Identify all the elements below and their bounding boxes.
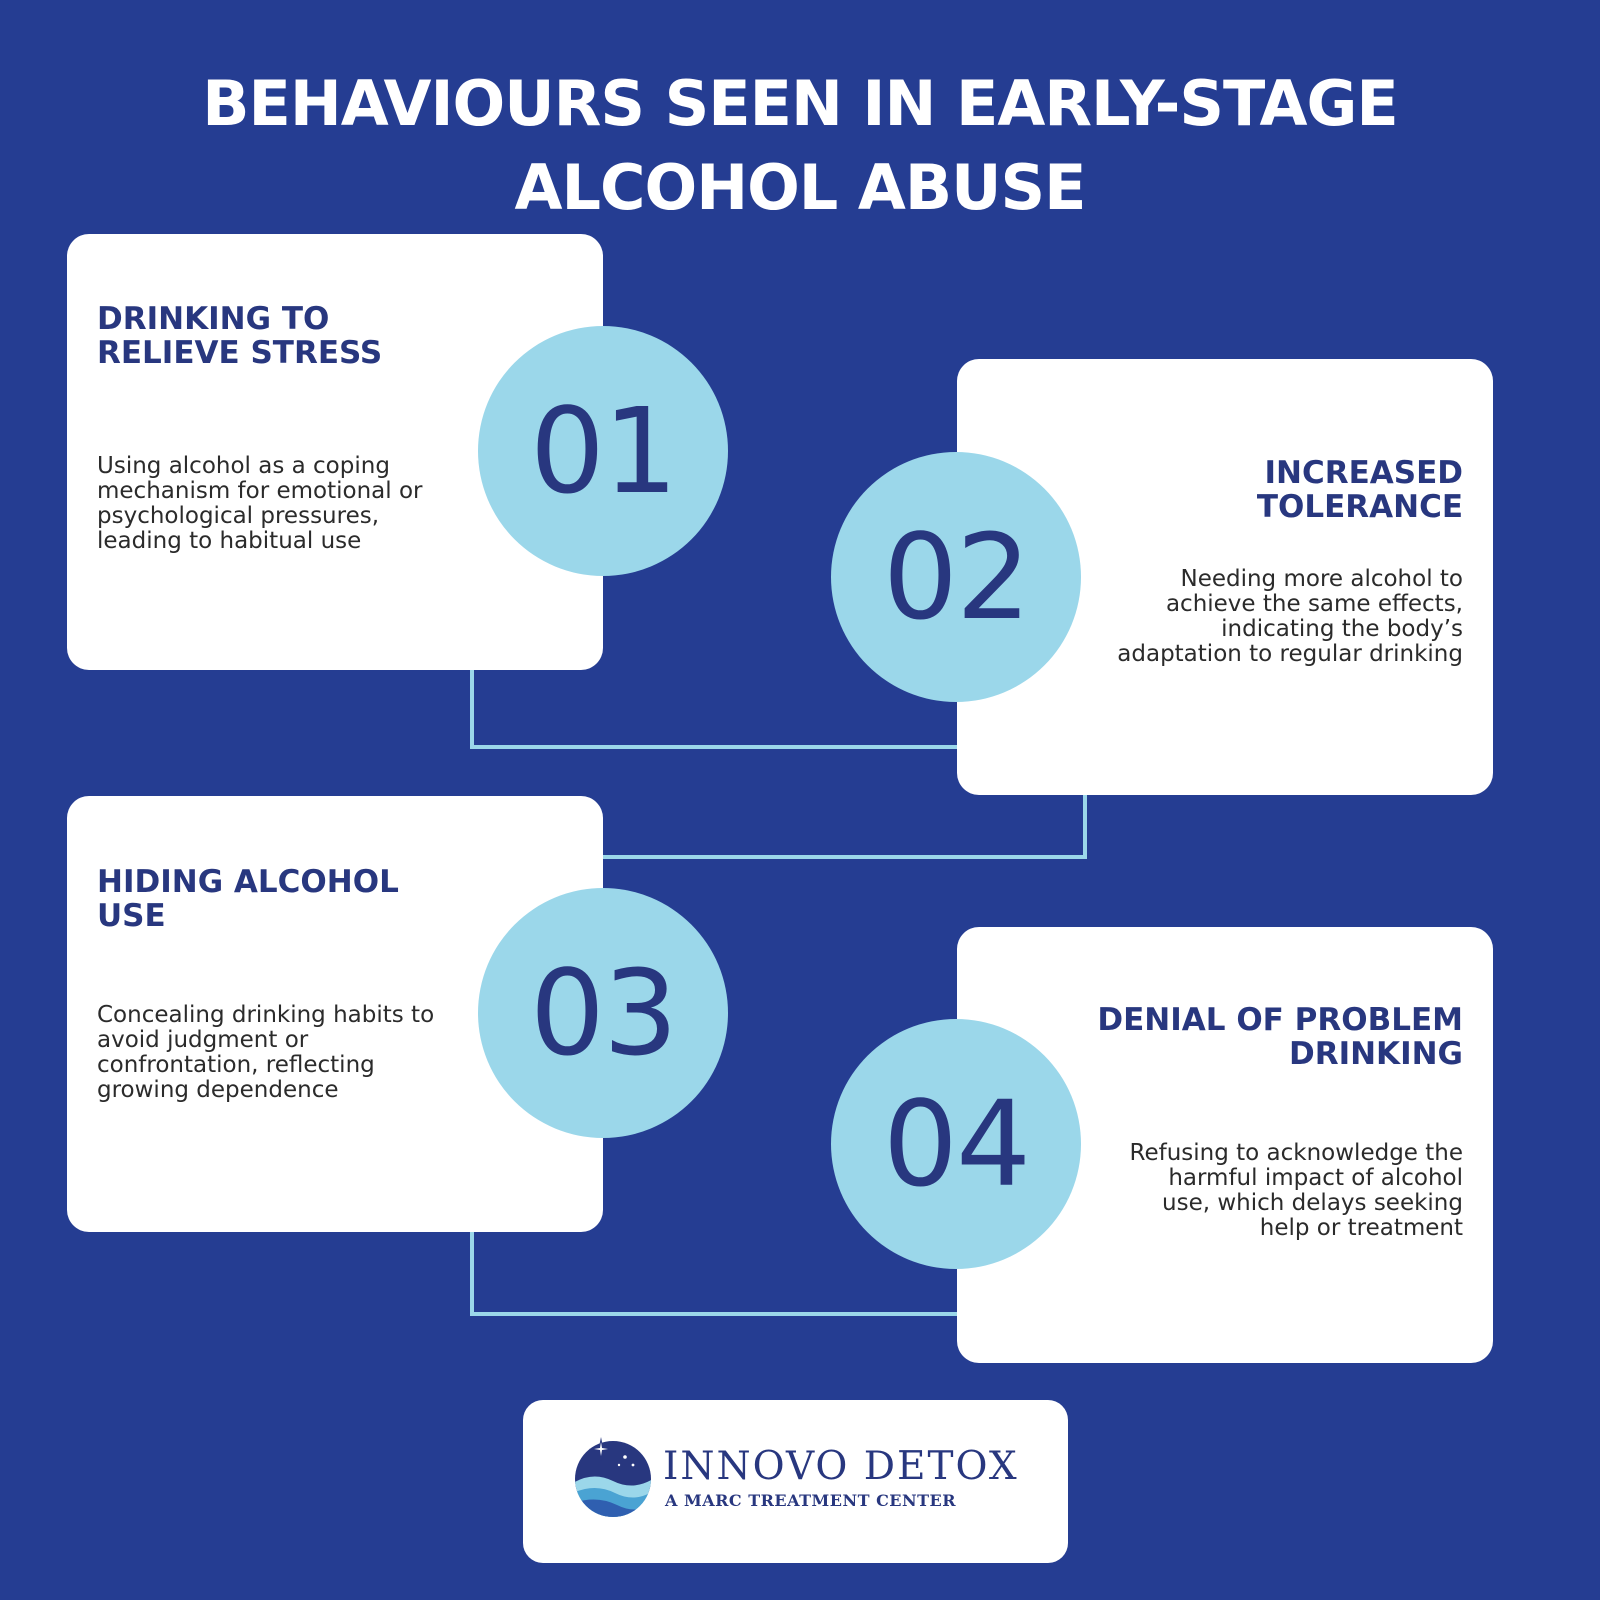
behaviour-description: Concealing drinking habits to avoid judg… <box>97 1003 434 1103</box>
description-line: growing dependence <box>97 1077 339 1103</box>
heading-line: DRINKING TO <box>97 301 330 337</box>
number-badge-03: 03 <box>478 888 728 1138</box>
logo-tagline: A MARC TREATMENT CENTER <box>665 1491 957 1510</box>
number-badge-04: 04 <box>831 1019 1081 1269</box>
behaviour-heading: INCREASED TOLERANCE <box>1257 456 1463 524</box>
number-badge-02: 02 <box>831 452 1081 702</box>
connector-03-04 <box>470 1230 968 1316</box>
page-title: BEHAVIOURS SEEN IN EARLY-STAGE ALCOHOL A… <box>0 62 1600 230</box>
heading-line: HIDING ALCOHOL <box>97 864 399 900</box>
behaviour-heading: DENIAL OF PROBLEM DRINKING <box>1097 1003 1463 1071</box>
heading-line: DENIAL OF PROBLEM <box>1097 1002 1463 1038</box>
number-badge-01: 01 <box>478 326 728 576</box>
description-line: leading to habitual use <box>97 528 362 554</box>
behaviour-heading: HIDING ALCOHOL USE <box>97 865 399 933</box>
description-line: Using alcohol as a coping <box>97 453 390 479</box>
behaviour-description: Needing more alcohol to achieve the same… <box>1117 567 1463 667</box>
description-line: use, which delays seeking <box>1162 1190 1463 1216</box>
logo-name: INNOVO DETOX <box>663 1444 1019 1489</box>
brand-logo: INNOVO DETOX A MARC TREATMENT CENTER <box>523 1400 1068 1563</box>
heading-line: USE <box>97 898 166 934</box>
wave-moon-icon <box>575 1437 651 1517</box>
connector-02-03 <box>602 793 1087 859</box>
title-line-2: ALCOHOL ABUSE <box>514 151 1087 224</box>
description-line: harmful impact of alcohol <box>1168 1165 1463 1191</box>
behaviour-description: Refusing to acknowledge the harmful impa… <box>1130 1141 1464 1241</box>
heading-line: RELIEVE STRESS <box>97 335 383 371</box>
description-line: avoid judgment or <box>97 1027 309 1053</box>
heading-line: INCREASED <box>1264 455 1463 491</box>
description-line: Refusing to acknowledge the <box>1129 1140 1464 1166</box>
description-line: adaptation to regular drinking <box>1117 641 1463 667</box>
heading-line: TOLERANCE <box>1256 489 1463 525</box>
connector-01-02 <box>470 667 958 749</box>
description-line: Needing more alcohol to <box>1180 566 1463 592</box>
description-line: help or treatment <box>1259 1215 1463 1241</box>
description-line: Concealing drinking habits to <box>97 1002 435 1028</box>
heading-line: DRINKING <box>1288 1036 1463 1072</box>
title-line-1: BEHAVIOURS SEEN IN EARLY-STAGE <box>202 67 1399 140</box>
description-line: confrontation, reflecting <box>97 1052 375 1078</box>
description-line: achieve the same effects, <box>1165 591 1463 617</box>
description-line: psychological pressures, <box>97 503 380 529</box>
behaviour-heading: DRINKING TO RELIEVE STRESS <box>97 302 382 370</box>
description-line: mechanism for emotional or <box>97 478 423 504</box>
behaviour-description: Using alcohol as a coping mechanism for … <box>97 454 422 554</box>
description-line: indicating the body’s <box>1221 616 1463 642</box>
